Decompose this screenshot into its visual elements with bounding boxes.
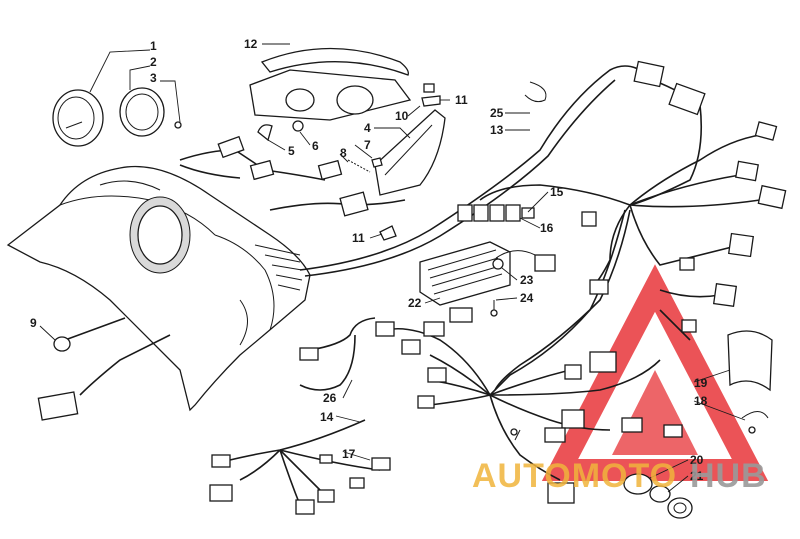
callout-labels: 1 2 3 4 5 6 7 8 9 10 11 11 12 13 14 15 1… [30,37,708,483]
callout-8: 8 [340,146,347,160]
watermark-text: AUTOMOTO HUB [472,457,767,495]
callout-19: 19 [694,376,708,390]
watermark-logo [541,264,769,481]
callout-10: 10 [395,109,409,123]
callout-21: 21 [690,469,704,483]
callout-2: 2 [150,55,157,69]
callout-5: 5 [288,144,295,158]
small-parts [257,83,441,241]
callout-26: 26 [323,391,337,405]
callout-22: 22 [408,296,422,310]
callout-24: 24 [520,291,534,305]
gauge-assembly [52,87,182,147]
leader-lines [39,43,746,493]
relay-module [419,204,536,317]
callout-3: 3 [150,71,157,85]
callout-15: 15 [550,185,564,199]
headlight-housing [249,47,446,196]
callout-17: 17 [342,447,356,461]
callout-1: 1 [150,39,157,53]
hood-shell [6,165,311,412]
connectors [37,60,787,515]
callout-18: 18 [694,394,708,408]
watermark-automoto: AUTOMOTO [472,457,677,495]
watermark-hub: HUB [690,457,767,495]
callout-7: 7 [364,138,371,152]
callout-11-top: 11 [455,93,468,107]
main-harness [64,65,761,506]
callout-13: 13 [490,123,504,137]
callout-9: 9 [30,316,37,330]
callout-11-bottom: 11 [352,231,365,245]
sleeve-and-sensors [53,81,773,519]
callout-12: 12 [244,37,258,51]
callout-16: 16 [540,221,554,235]
callout-4: 4 [364,121,371,135]
callout-14: 14 [320,410,334,424]
callout-23: 23 [520,273,534,287]
callout-25: 25 [490,106,504,120]
callout-20: 20 [690,453,704,467]
callout-6: 6 [312,139,319,153]
